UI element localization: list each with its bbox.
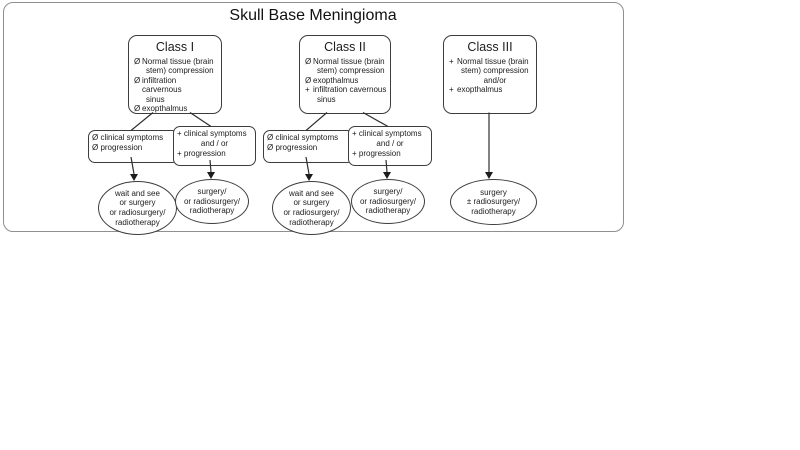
class-ii-box: Class II Ø Normal tissue (brain stem) co… <box>299 35 391 114</box>
criteria-marker: Ø <box>305 75 312 85</box>
criteria-item: Ø exopthalmus <box>305 76 387 85</box>
class-iii-criteria: + Normal tissue (brain stem) compression… <box>444 54 536 95</box>
criteria-item: Ø Normal tissue (brain stem) compression <box>305 57 387 76</box>
criteria-item: + Normal tissue (brain stem) compression <box>449 57 533 76</box>
criteria-text: Normal tissue (brain stem) compression <box>313 57 385 76</box>
criteria-text: and/or <box>483 75 507 85</box>
criteria-item: Ø infiltration carvernous sinus <box>134 76 218 104</box>
criteria-marker: Ø <box>134 104 141 114</box>
class-iii-surgery-ellipse: surgery ± radiosurgery/ radiotherapy <box>450 179 537 225</box>
criteria-text: infiltration cavernous sinus <box>313 85 387 104</box>
class-i-box: Class I Ø Normal tissue (brain stem) com… <box>128 35 222 114</box>
criteria-item: + infiltration cavernous sinus <box>305 85 387 104</box>
criteria-marker: Ø <box>305 57 312 66</box>
criteria-item: + exopthalmus <box>449 85 533 94</box>
class-i-no-symptoms-box: Ø clinical symptoms Ø progression <box>88 130 179 163</box>
class-ii-no-symptoms-box: Ø clinical symptoms Ø progression <box>263 130 354 163</box>
criteria-text: Normal tissue (brain stem) compression <box>142 57 214 76</box>
criteria-item: Ø Normal tissue (brain stem) compression <box>134 57 218 76</box>
class-i-wait-and-see-ellipse: wait and see or surgery or radiosurgery/… <box>98 181 177 235</box>
criteria-text: Normal tissue (brain stem) compression <box>457 57 529 76</box>
criteria-marker: + <box>449 85 454 95</box>
class-iii-box: Class III + Normal tissue (brain stem) c… <box>443 35 537 114</box>
criteria-text: exopthalmus <box>457 85 503 95</box>
criteria-marker: Ø <box>134 57 141 66</box>
criteria-text: exopthalmus <box>142 104 188 114</box>
class-ii-symptoms-box: + clinical symptoms and / or + progressi… <box>348 126 432 166</box>
class-i-title: Class I <box>155 40 195 54</box>
class-i-surgery-ellipse: surgery/ or radiosurgery/ radiotherapy <box>175 179 249 224</box>
class-ii-title: Class II <box>324 40 366 54</box>
criteria-text: infiltration carvernous sinus <box>142 75 182 104</box>
criteria-text: exopthalmus <box>313 75 359 85</box>
class-i-criteria: Ø Normal tissue (brain stem) compression… <box>129 54 221 114</box>
class-ii-criteria: Ø Normal tissue (brain stem) compression… <box>300 54 390 104</box>
criteria-marker: + <box>449 57 454 66</box>
class-ii-wait-and-see-ellipse: wait and see or surgery or radiosurgery/… <box>272 181 351 235</box>
criteria-marker: + <box>305 85 310 95</box>
class-ii-surgery-ellipse: surgery/ or radiosurgery/ radiotherapy <box>351 179 425 224</box>
diagram-title: Skull Base Meningioma <box>229 7 397 24</box>
criteria-item: Ø exopthalmus <box>134 104 218 113</box>
criteria-marker <box>449 76 457 85</box>
criteria-item: and/or <box>449 76 533 85</box>
criteria-marker: Ø <box>134 75 141 85</box>
class-iii-title: Class III <box>467 40 513 54</box>
class-i-symptoms-box: + clinical symptoms and / or + progressi… <box>173 126 256 166</box>
